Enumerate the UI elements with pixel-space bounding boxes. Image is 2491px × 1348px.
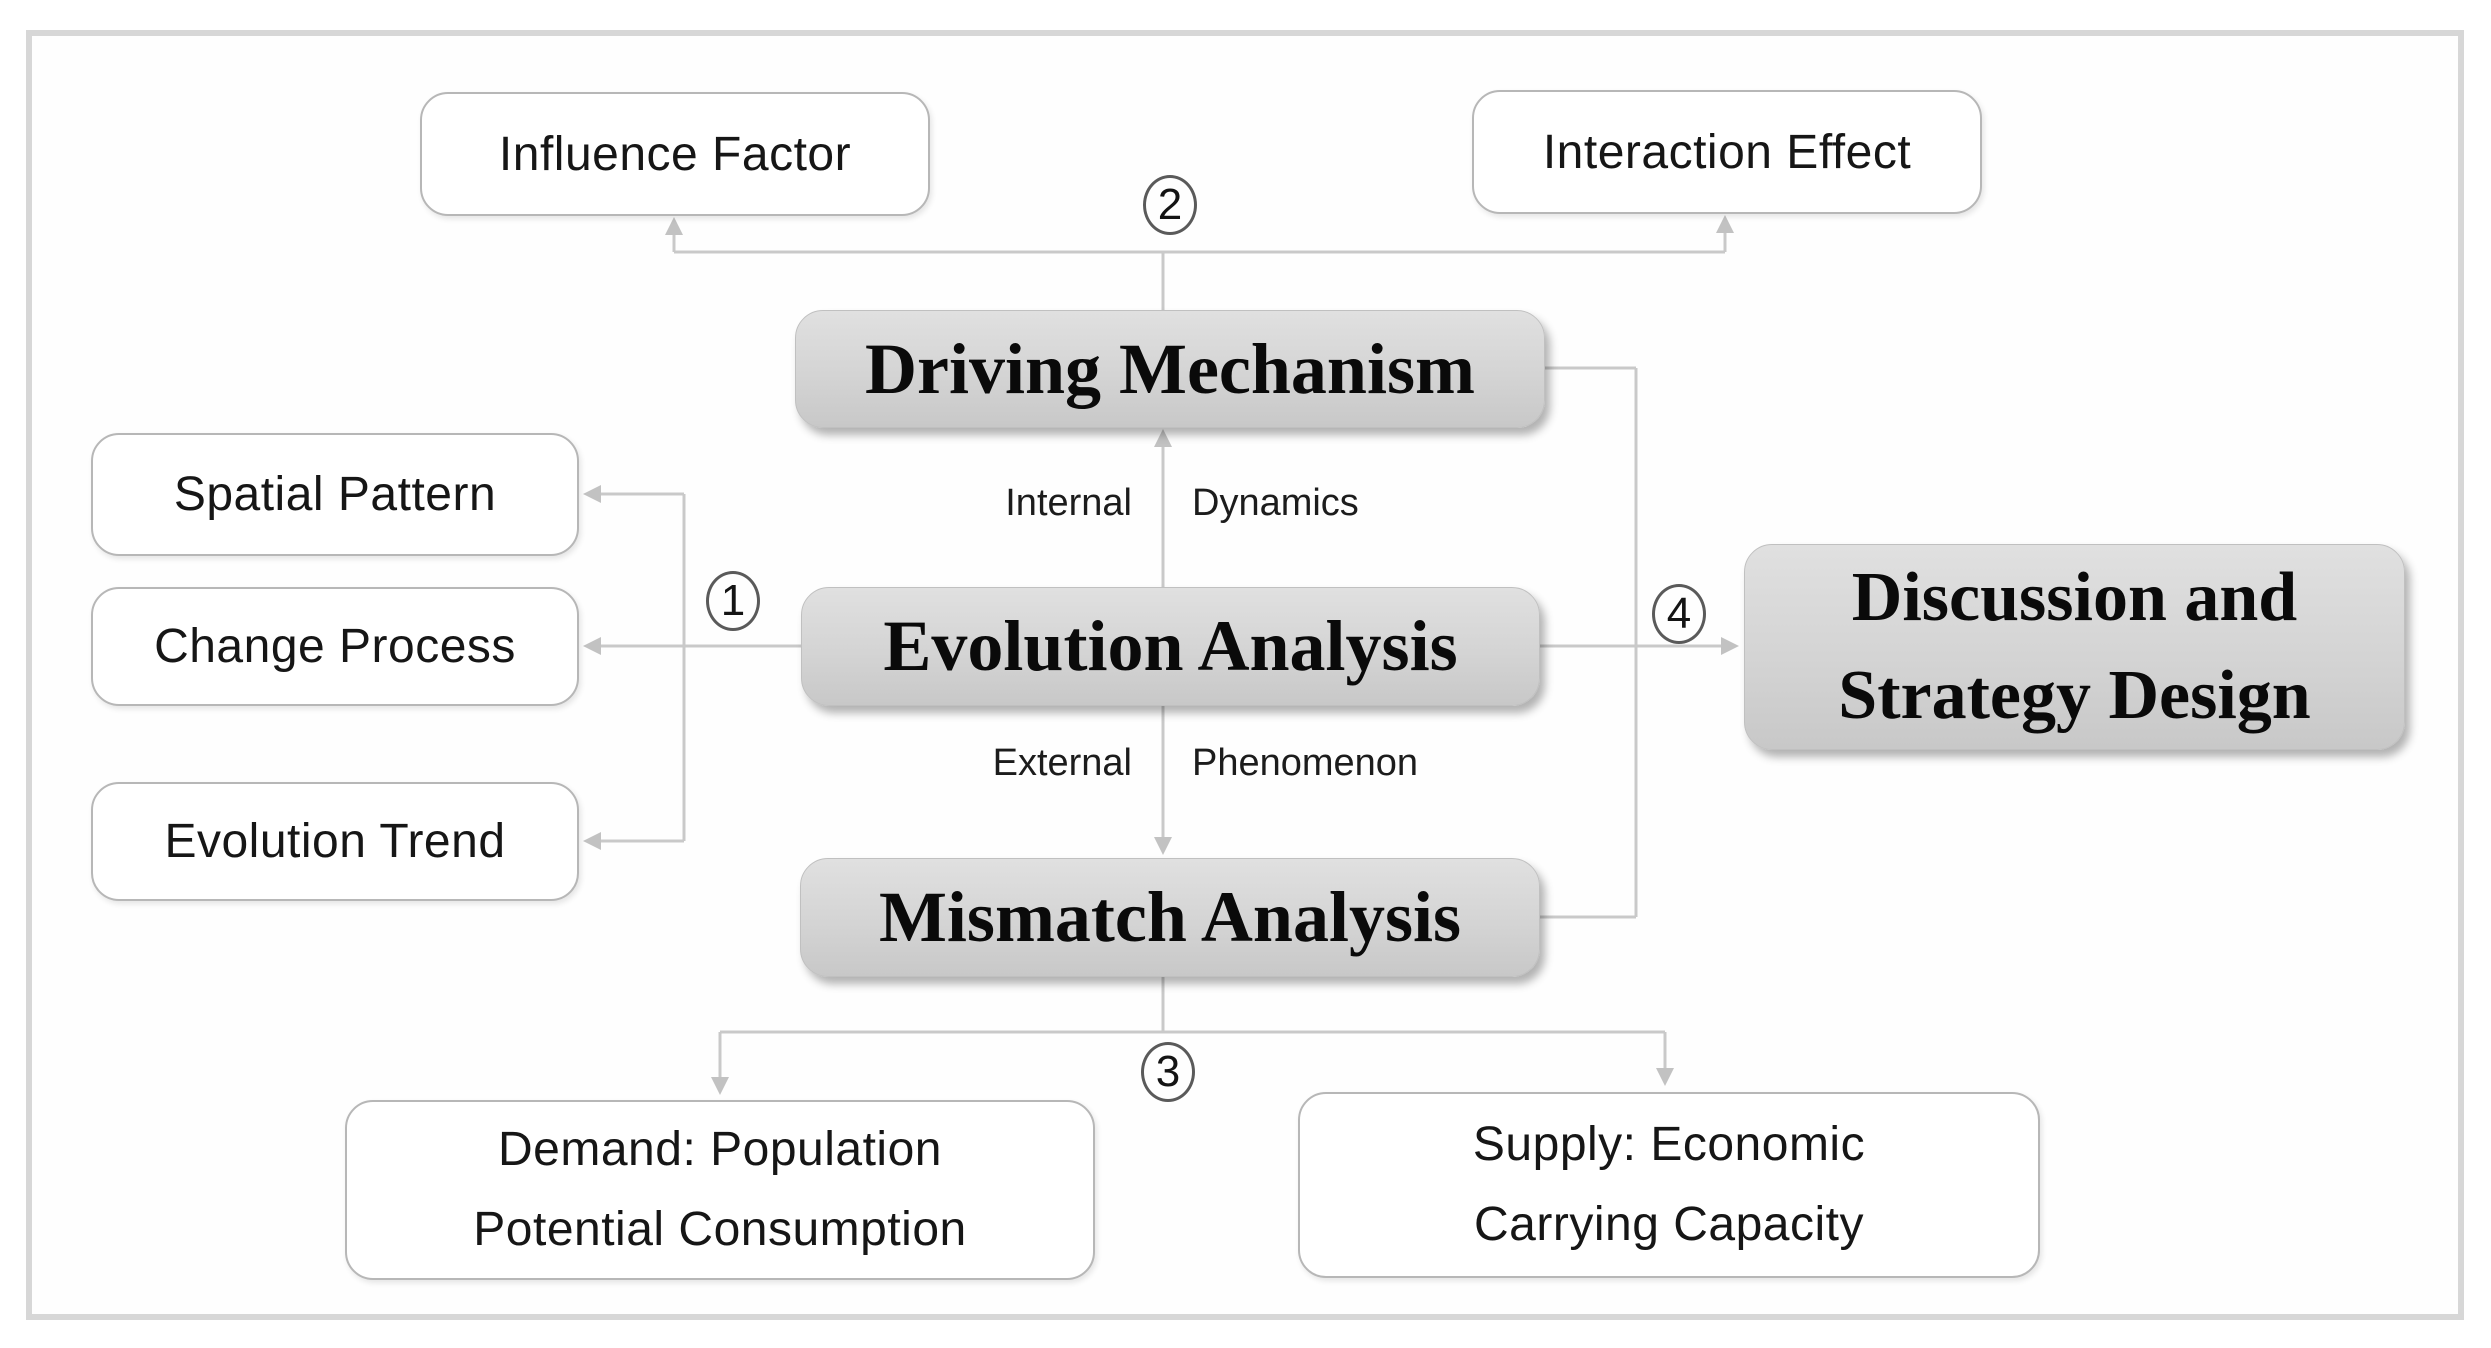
step-badge-2: 2 [1143,175,1197,235]
node-supply-line2: Carrying Capacity [1474,1198,1864,1251]
node-influence-factor: Influence Factor [420,92,930,216]
edge-label-internal: Internal [1005,482,1132,524]
node-evolution-trend-label: Evolution Trend [164,815,506,868]
node-change-process-label: Change Process [154,620,516,673]
node-influence-factor-label: Influence Factor [498,127,852,181]
edge-label-phenomenon: Phenomenon [1192,742,1419,784]
step-badge-1: 1 [706,571,760,631]
node-mismatch-analysis: Mismatch Analysis [800,858,1540,977]
node-interaction-effect: Interaction Effect [1472,90,1982,214]
node-evolution-trend: Evolution Trend [91,782,579,901]
node-interaction-effect-label: Interaction Effect [1542,125,1912,179]
node-evolution-analysis-label: Evolution Analysis [883,606,1458,686]
node-change-process: Change Process [91,587,579,706]
step-badge-4: 4 [1652,584,1706,644]
node-discussion-strategy-design: Discussion and Strategy Design [1744,544,2405,750]
node-mismatch-analysis-label: Mismatch Analysis [878,877,1462,957]
node-supply-line1: Supply: Economic [1472,1118,1866,1171]
node-demand-population: Demand: Population Potential Consumption [345,1100,1095,1280]
node-driving-mechanism-label: Driving Mechanism [865,328,1475,409]
node-supply-economic: Supply: Economic Carrying Capacity [1298,1092,2040,1278]
node-evolution-analysis: Evolution Analysis [801,587,1540,706]
node-spatial-pattern-label: Spatial Pattern [173,468,497,521]
edge-label-external: External [992,742,1132,784]
node-driving-mechanism: Driving Mechanism [795,310,1545,428]
node-discussion-line2: Strategy Design [1838,657,2311,734]
node-demand-line2: Potential Consumption [473,1203,967,1256]
node-demand-line1: Demand: Population [498,1123,942,1176]
node-discussion-line1: Discussion and [1851,559,2298,636]
step-badge-3: 3 [1141,1042,1195,1102]
node-spatial-pattern: Spatial Pattern [91,433,579,556]
edge-label-dynamics: Dynamics [1192,482,1359,524]
